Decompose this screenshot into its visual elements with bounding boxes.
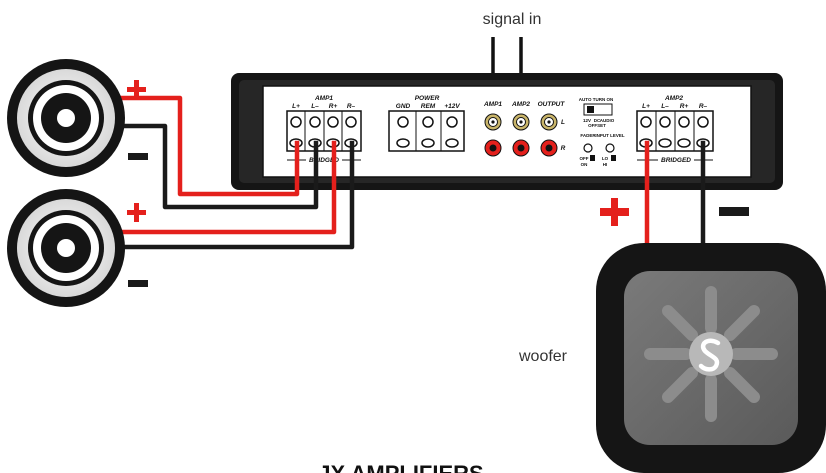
rca-jacks bbox=[484, 113, 558, 157]
input-level-label: INPUT LEVEL bbox=[595, 133, 625, 138]
amp2-bridged-label: BRIDGED bbox=[661, 157, 691, 164]
power-label: POWER bbox=[415, 95, 440, 102]
amp2-term-r-plus: R+ bbox=[680, 103, 689, 110]
power-12v-label: +12V bbox=[444, 103, 460, 110]
minus-icon bbox=[128, 280, 148, 287]
amp2-term-l-plus: L+ bbox=[642, 103, 650, 110]
auto-turn-on-label: AUTO TURN ON bbox=[579, 97, 613, 102]
plus-icon bbox=[127, 203, 146, 222]
fader-knob bbox=[583, 143, 593, 153]
amp1-term-r-plus: R+ bbox=[329, 103, 338, 110]
switch-12v: 12V bbox=[583, 118, 591, 123]
plus-icon bbox=[127, 80, 146, 99]
level-hi: HI bbox=[603, 162, 608, 167]
fader-off: OFF bbox=[580, 156, 589, 161]
amp1-term-r-minus: R– bbox=[347, 103, 356, 110]
turn-on-switch bbox=[583, 103, 613, 116]
speaker-wires bbox=[107, 95, 706, 253]
rca-r-label: R bbox=[561, 145, 566, 152]
amp2-term-l-minus: L– bbox=[661, 103, 669, 110]
minus-icon bbox=[128, 153, 148, 160]
amp1-label: AMP1 bbox=[314, 95, 333, 102]
fader-on: ON bbox=[581, 162, 588, 167]
switch-audio: AUDIO bbox=[600, 118, 615, 123]
fader-label: FADER bbox=[580, 133, 596, 138]
amp2-term-r-minus: R– bbox=[699, 103, 708, 110]
power-terminal-block bbox=[388, 110, 465, 152]
rca-amp2-label: AMP2 bbox=[511, 101, 530, 108]
offset-label: OFFSET bbox=[588, 123, 606, 128]
speaker-2 bbox=[7, 189, 125, 307]
amp1-term-l-plus: L+ bbox=[292, 103, 300, 110]
power-gnd-label: GND bbox=[396, 103, 411, 110]
minus-icon bbox=[719, 207, 749, 216]
speaker-1 bbox=[7, 59, 125, 177]
amp1-bridged-label: BRIDGED bbox=[309, 157, 339, 164]
page-title: JX AMPLIFIERS bbox=[318, 461, 483, 473]
power-rem-label: REM bbox=[421, 103, 436, 110]
level-lo: LO bbox=[602, 156, 609, 161]
rca-l-label: L bbox=[561, 119, 565, 126]
woofer bbox=[596, 243, 826, 473]
woofer-label: woofer bbox=[518, 348, 568, 365]
input-level-knob bbox=[605, 143, 615, 153]
switch-dc: DC bbox=[594, 118, 601, 123]
signal-in-label: signal in bbox=[483, 11, 542, 28]
amp1-term-l-minus: L– bbox=[311, 103, 319, 110]
rca-output-label: OUTPUT bbox=[538, 101, 566, 108]
amp2-label: AMP2 bbox=[664, 95, 683, 102]
plus-icon bbox=[600, 198, 629, 226]
rca-amp1-label: AMP1 bbox=[483, 101, 502, 108]
